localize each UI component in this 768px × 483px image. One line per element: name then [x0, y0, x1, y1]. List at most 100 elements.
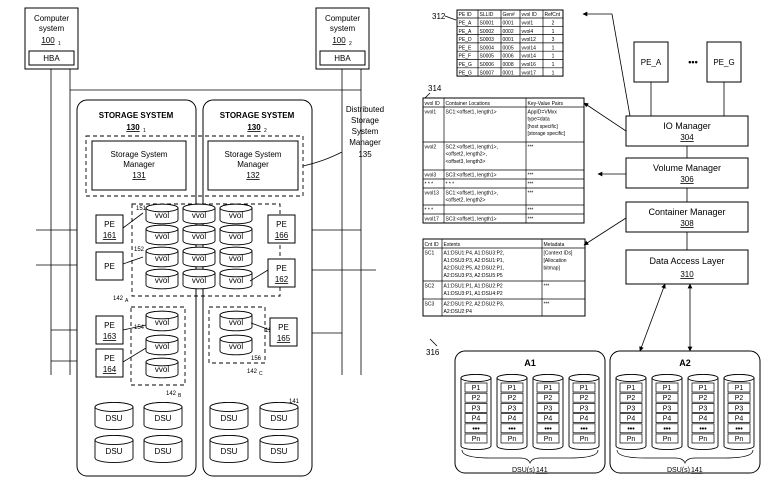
- a1-dsu-label: DSU(s): [512, 467, 535, 474]
- page-label: P3: [699, 405, 708, 412]
- vvol-group-142b: 154 142 B: [130, 306, 186, 399]
- dsu-cylinder: DSU: [143, 401, 183, 430]
- page-label: •••: [699, 426, 707, 433]
- vvol-cylinder: vvol: [219, 268, 253, 290]
- svg-text:Container Manager: Container Manager: [648, 207, 725, 217]
- svg-text:IO Manager: IO Manager: [663, 121, 711, 131]
- pe-ellipsis: •••: [688, 57, 697, 67]
- table-header-cell: Extents: [444, 242, 461, 248]
- svg-text:306: 306: [680, 175, 694, 184]
- svg-text:164: 164: [103, 365, 117, 374]
- table-cell: PE_D: [459, 37, 472, 43]
- vvol-label: vvol: [192, 254, 206, 263]
- table-cell: PE_G: [459, 70, 472, 76]
- svg-text:PE_G: PE_G: [713, 58, 734, 67]
- dsu-label: DSU: [155, 447, 172, 456]
- vvol-id-cell: vvol17: [425, 217, 440, 223]
- key-value-cell: [storage specific]: [528, 131, 566, 137]
- io-manager: IO Manager 304: [625, 115, 749, 147]
- svg-text:PE: PE: [276, 264, 287, 273]
- table-cell: PE_F: [459, 54, 472, 60]
- vvol-cylinder: vvol: [219, 246, 253, 268]
- svg-text:166: 166: [275, 231, 289, 240]
- page-label: P3: [580, 405, 589, 412]
- dsu-cylinder: DSU: [143, 434, 183, 463]
- dsu-label: DSU: [221, 447, 238, 456]
- extents-cell: A1:DSU3:P3, A2:DSU1:P1,: [444, 258, 505, 264]
- pe-vvol-links: [122, 212, 271, 363]
- table-314-ref: 314: [428, 84, 442, 93]
- vvol-label: vvol: [229, 232, 243, 241]
- table-header-cell: Key-Value Pairs: [528, 101, 564, 107]
- key-value-cell: AppID=VMxx: [528, 110, 558, 116]
- dsu-cylinder: DSU: [94, 401, 134, 430]
- svg-text:156: 156: [251, 356, 262, 362]
- table-cell: 0008: [503, 62, 514, 68]
- key-value-cell: [host specific]: [528, 124, 559, 130]
- page-label: P2: [580, 395, 589, 402]
- page-label: Pn: [508, 436, 517, 443]
- dsu-cylinder: DSU: [259, 401, 299, 430]
- svg-text:system: system: [39, 24, 65, 33]
- vvol-cylinder: vvol: [182, 246, 216, 268]
- svg-text:PE: PE: [104, 220, 115, 229]
- table-312-ref: 312: [432, 12, 446, 21]
- dsu-label: DSU: [271, 447, 288, 456]
- svg-text:System: System: [352, 127, 379, 136]
- pe-a-box: PE_A: [633, 41, 669, 83]
- vvol-cylinder: vvol: [145, 268, 179, 290]
- table-header-cell: Metadata: [544, 242, 565, 248]
- table-header-cell: vvol ID: [425, 101, 441, 107]
- vvol-id-cell: vvol13: [425, 191, 440, 197]
- svg-text:135: 135: [358, 150, 372, 159]
- storage-manager-132: Storage System Manager 132: [207, 140, 299, 191]
- svg-text:Computer: Computer: [34, 14, 69, 23]
- page-label: Pn: [580, 436, 589, 443]
- svg-text:PE_A: PE_A: [641, 58, 662, 67]
- vvol-cylinder: vvol: [145, 357, 179, 379]
- table-frame: [422, 238, 586, 317]
- svg-text:PE: PE: [276, 220, 287, 229]
- extents-cell: A1:DSU3:P1, A1:DSU4:P2: [444, 291, 503, 297]
- container-manager: Container Manager 308: [625, 201, 749, 233]
- table-cell: 0001: [503, 21, 514, 27]
- table-cell: PE_E: [459, 45, 472, 51]
- vvol-id-cell: * * *: [425, 208, 434, 214]
- svg-text:131: 131: [132, 171, 146, 180]
- page-label: •••: [544, 426, 552, 433]
- table-cell: vvol4: [522, 29, 534, 35]
- svg-text:Distributed: Distributed: [346, 105, 384, 114]
- pe-165: PE 165: [269, 317, 298, 347]
- page-label: •••: [627, 426, 635, 433]
- container-location-cell: SC1:<offset1, length1>,: [446, 191, 498, 197]
- pe-163: PE 163: [95, 315, 124, 345]
- vvol-id-cell: vvol1: [425, 110, 437, 116]
- svg-text:142: 142: [247, 369, 258, 375]
- dsu-label: DSU: [106, 447, 123, 456]
- svg-text:Storage System: Storage System: [225, 150, 282, 159]
- svg-text:PE: PE: [278, 323, 289, 332]
- page-label: •••: [508, 426, 516, 433]
- table-cell: PE_A: [459, 21, 472, 27]
- metadata-cell: [Allocation: [544, 258, 567, 264]
- table-cell: 1: [552, 54, 555, 60]
- table-cell: 2: [552, 21, 555, 27]
- svg-text:132: 132: [246, 171, 260, 180]
- volume-manager: Volume Manager 306: [625, 157, 749, 189]
- pe-162: PE 162: [267, 258, 296, 288]
- page-label: P3: [544, 405, 553, 412]
- computer-system-2: Computer system 100 2 HBA: [315, 7, 370, 70]
- svg-text:Data Access Layer: Data Access Layer: [649, 256, 724, 266]
- page-label: P4: [472, 416, 481, 423]
- table-cell: 0006: [503, 54, 514, 60]
- extents-cell: A2:DSU2:P4: [444, 309, 473, 315]
- extents-cell: A2:DSU3:P3, A2:DSU5:P5: [444, 273, 503, 279]
- vvol-cylinder: vvol: [145, 334, 179, 356]
- key-value-cell: ***: [528, 191, 534, 197]
- svg-text:304: 304: [680, 133, 694, 142]
